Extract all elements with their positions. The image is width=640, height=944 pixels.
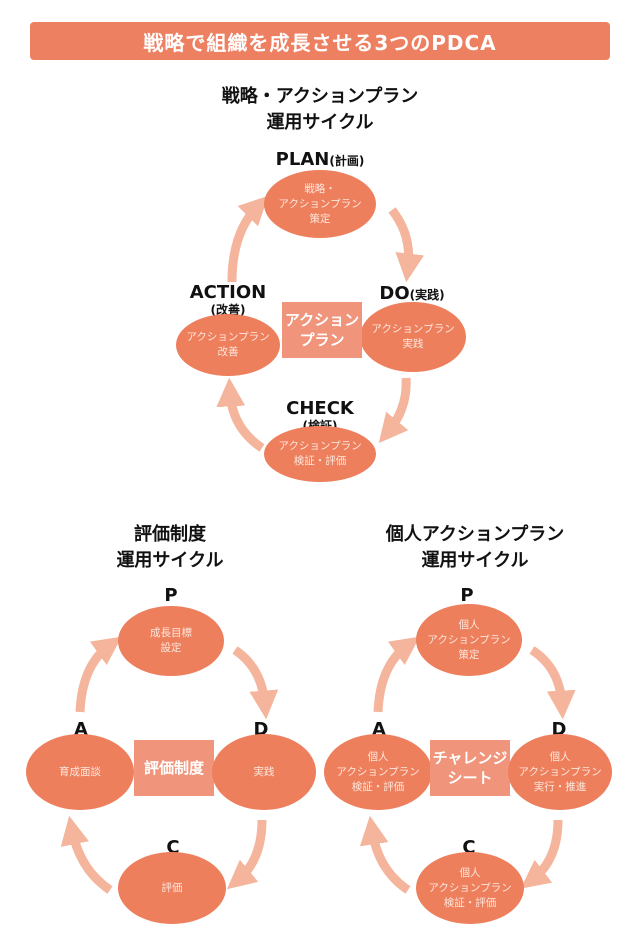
plan-label: PLAN(計画)	[275, 149, 365, 170]
arrow-personal-a-to-p	[373, 636, 420, 713]
arrow-eval-a-to-p	[75, 636, 122, 713]
evaluation-cycle-title: 評価制度 運用サイクル	[116, 524, 224, 571]
do-node: アクションプラン 実践	[360, 302, 466, 372]
header-banner: 戦略で組織を成長させる3つのPDCA	[30, 22, 610, 60]
eval-p-label: P	[164, 585, 178, 606]
personal-a-node: 個人 アクションプラン 検証・評価	[324, 734, 432, 810]
arrow-eval-d-to-c	[226, 819, 267, 890]
arrow-eval-c-to-a	[60, 815, 113, 894]
personal-c-node: 個人 アクションプラン 検証・評価	[416, 852, 524, 924]
strategy-cycle-title: 戦略・アクションプラン 運用サイクル	[221, 86, 419, 133]
evaluation-center-box: 評価制度	[134, 740, 214, 796]
action-node: アクションプラン 改善	[176, 314, 280, 376]
personal-center-box: チャレンジ シート	[430, 740, 510, 796]
arrow-plan-to-do	[388, 207, 425, 283]
eval-a-node: 育成面談	[26, 734, 134, 810]
personal-d-node: 個人 アクションプラン 実行・推進	[508, 734, 612, 810]
plan-node: 戦略・ アクションプラン 策定	[264, 170, 376, 238]
arrow-action-to-plan	[227, 195, 269, 283]
arrow-personal-p-to-d	[529, 646, 576, 720]
arrow-personal-c-to-a	[359, 815, 411, 894]
arrow-check-to-action	[216, 377, 265, 452]
arrow-eval-p-to-d	[232, 646, 279, 720]
personal-p-node: 個人 アクションプラン 策定	[416, 604, 522, 676]
eval-c-node: 評価	[118, 852, 226, 924]
personal-cycle-title: 個人アクションプラン 運用サイクル	[385, 524, 565, 571]
personal-p-label: P	[460, 585, 474, 606]
eval-p-node: 成長目標 設定	[118, 606, 224, 676]
do-label: DO(実践)	[379, 283, 445, 304]
arrow-personal-d-to-c	[520, 819, 563, 889]
arrow-do-to-check	[378, 377, 411, 444]
eval-d-node: 実践	[212, 734, 316, 810]
banner-title: 戦略で組織を成長させる3つのPDCA	[143, 30, 497, 55]
strategy-center-box: アクション プラン	[282, 302, 362, 358]
check-node: アクションプラン 検証・評価	[264, 426, 376, 482]
action-label: ACTION (改善)	[189, 282, 267, 318]
